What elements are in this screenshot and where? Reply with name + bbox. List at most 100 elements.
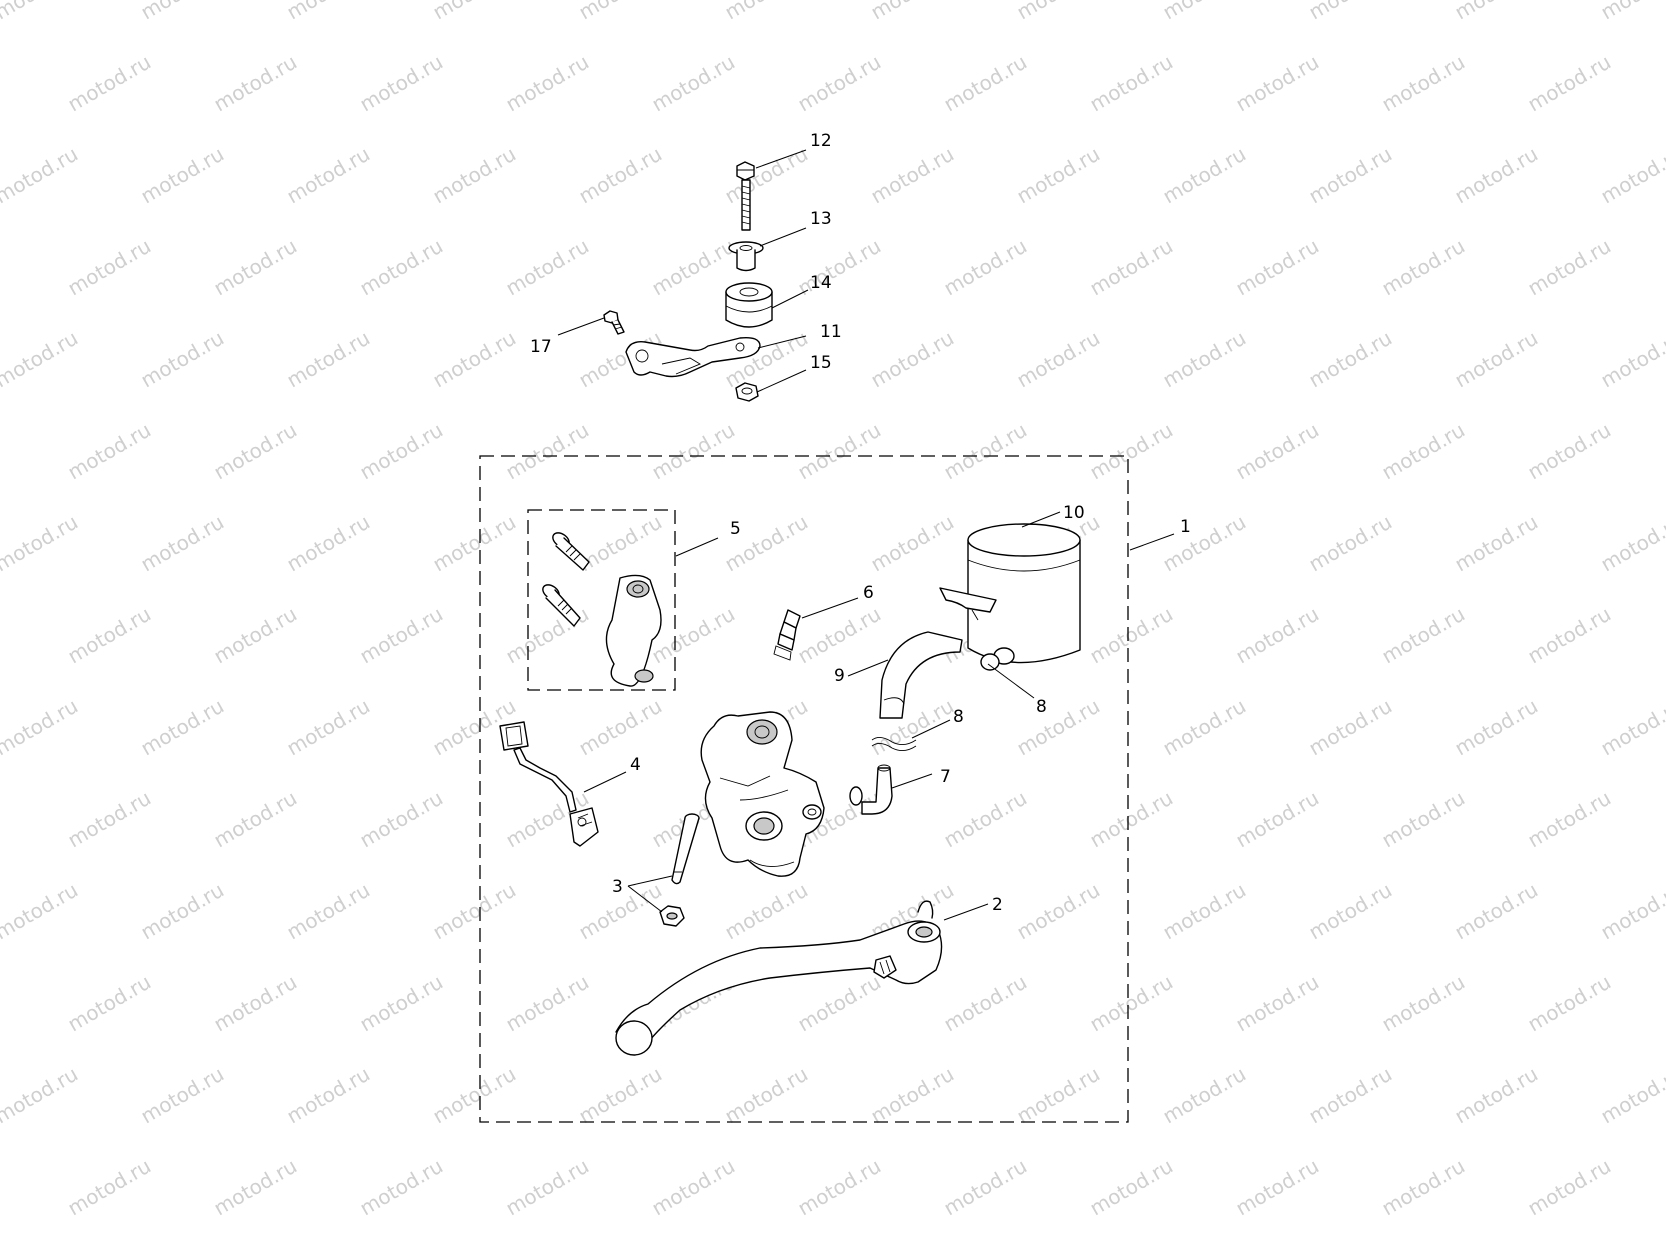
watermark-text: motod.ru — [210, 418, 301, 485]
brake-lever-2 — [615, 900, 943, 1056]
watermark-text: motod.ru — [1159, 142, 1250, 209]
watermark-text: motod.ru — [1232, 602, 1323, 669]
watermark-text: motod.ru — [1451, 1062, 1542, 1129]
watermark-text: motod.ru — [1086, 1154, 1177, 1221]
watermark-text: motod.ru — [867, 1062, 958, 1129]
watermark-text: motod.ru — [1451, 326, 1542, 393]
watermark-text: motod.ru — [648, 1154, 739, 1221]
watermark-text: motod.ru — [1305, 510, 1396, 577]
watermark-text: motod.ru — [137, 878, 228, 945]
watermark-text: motod.ru — [940, 418, 1031, 485]
grommet-14 — [725, 282, 773, 328]
watermark-text: motod.ru — [1232, 234, 1323, 301]
watermark-text: motod.ru — [429, 878, 520, 945]
watermark-text: motod.ru — [283, 694, 374, 761]
watermark-text: motod.ru — [0, 1062, 82, 1129]
watermark-text: motod.ru — [1597, 1062, 1666, 1129]
watermark-text: motod.ru — [64, 970, 155, 1037]
watermark-text: motod.ru — [867, 326, 958, 393]
callout-10: 10 — [1063, 503, 1085, 523]
callout-15: 15 — [810, 353, 832, 373]
watermark-text: motod.ru — [64, 1154, 155, 1221]
callout-11: 11 — [820, 322, 842, 342]
watermark-text: motod.ru — [356, 602, 447, 669]
watermark-text: motod.ru — [1524, 786, 1615, 853]
watermark-text: motod.ru — [283, 142, 374, 209]
reservoir-10 — [939, 523, 1081, 671]
watermark-text: motod.ru — [210, 786, 301, 853]
watermark-text: motod.ru — [1378, 418, 1469, 485]
watermark-text: motod.ru — [210, 1154, 301, 1221]
watermark-text: motod.ru — [1013, 0, 1104, 24]
elbow-fitting-7 — [849, 764, 893, 815]
watermark-text: motod.ru — [137, 326, 228, 393]
watermark-text: motod.ru — [1378, 50, 1469, 117]
watermark-text: motod.ru — [940, 970, 1031, 1037]
leader-lines — [557, 149, 1175, 921]
watermark-text: motod.ru — [648, 50, 739, 117]
watermark-text: motod.ru — [502, 602, 593, 669]
callout-2: 2 — [992, 895, 1003, 915]
watermark-text: motod.ru — [0, 694, 82, 761]
watermark-text: motod.ru — [867, 142, 958, 209]
kit-boundary-5 — [527, 509, 676, 691]
watermark-text: motod.ru — [575, 510, 666, 577]
watermark-text: motod.ru — [429, 1062, 520, 1129]
watermark-text: motod.ru — [1086, 418, 1177, 485]
watermark-text: motod.ru — [356, 786, 447, 853]
watermark-text: motod.ru — [794, 1154, 885, 1221]
watermark-text: motod.ru — [502, 1154, 593, 1221]
pivot-pin-3 — [671, 813, 700, 885]
watermark-text: motod.ru — [1232, 970, 1323, 1037]
watermark-text: motod.ru — [137, 0, 228, 24]
watermark-text: motod.ru — [1305, 142, 1396, 209]
clamp-kit-5 — [542, 532, 662, 687]
callout-labels: 12 13 14 11 15 17 10 1 5 6 9 8 8 7 4 3 2 — [530, 131, 1191, 915]
watermark-text: motod.ru — [283, 326, 374, 393]
watermark-text: motod.ru — [502, 50, 593, 117]
clip-8 — [871, 737, 917, 751]
watermark-text: motod.ru — [0, 0, 82, 24]
watermark-text: motod.ru — [210, 970, 301, 1037]
watermark-text: motod.ru — [721, 878, 812, 945]
watermark-text: motod.ru — [1013, 326, 1104, 393]
watermark-text: motod.ru — [575, 1062, 666, 1129]
watermark-text: motod.ru — [64, 602, 155, 669]
watermark-text: motod.ru — [1305, 878, 1396, 945]
callout-5: 5 — [730, 519, 741, 539]
watermark-text: motod.ru — [502, 418, 593, 485]
washer-13 — [728, 241, 764, 272]
watermark-text: motod.ru — [502, 234, 593, 301]
watermark-text: motod.ru — [1086, 234, 1177, 301]
watermark-text: motod.ru — [283, 510, 374, 577]
watermark-text: motod.ru — [1086, 602, 1177, 669]
callout-13: 13 — [810, 209, 832, 229]
watermark-text: motod.ru — [575, 142, 666, 209]
watermark-text: motod.ru — [429, 0, 520, 24]
watermark-text: motod.ru — [1013, 878, 1104, 945]
screw-17 — [603, 310, 625, 335]
banjo-fitting-6 — [773, 609, 801, 661]
watermark-text: motod.ru — [575, 694, 666, 761]
watermark-text: motod.ru — [356, 234, 447, 301]
watermark-text: motod.ru — [1524, 418, 1615, 485]
callout-8-reservoir: 8 — [1036, 697, 1047, 717]
watermark-text: motod.ru — [1451, 0, 1542, 24]
watermark-text: motod.ru — [1013, 1062, 1104, 1129]
watermark-text: motod.ru — [648, 602, 739, 669]
watermark-text: motod.ru — [1232, 418, 1323, 485]
watermark-text: motod.ru — [1305, 1062, 1396, 1129]
watermark-text: motod.ru — [356, 50, 447, 117]
watermark-text: motod.ru — [1378, 1154, 1469, 1221]
watermark-text: motod.ru — [794, 602, 885, 669]
watermark-text: motod.ru — [64, 786, 155, 853]
watermark-text: motod.ru — [1597, 878, 1666, 945]
watermark-text: motod.ru — [1159, 0, 1250, 24]
watermark-text: motod.ru — [64, 234, 155, 301]
watermark-text: motod.ru — [1378, 234, 1469, 301]
watermark-text: motod.ru — [1524, 50, 1615, 117]
watermark-text: motod.ru — [794, 50, 885, 117]
callout-4: 4 — [630, 755, 641, 775]
pivot-nut-3 — [659, 905, 685, 927]
watermark-text: motod.ru — [940, 50, 1031, 117]
